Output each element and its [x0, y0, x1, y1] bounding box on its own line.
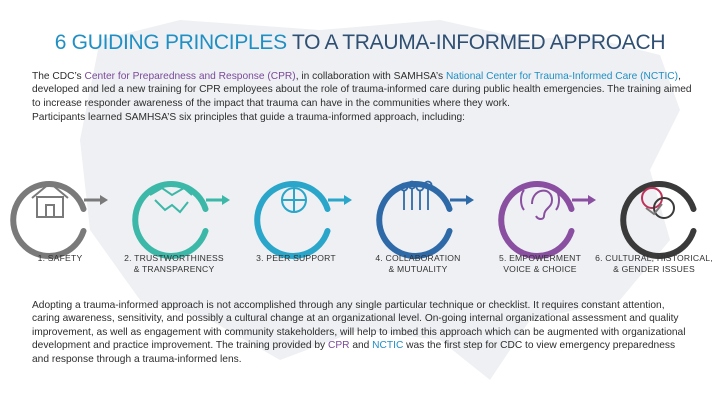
people-group-icon — [399, 180, 433, 210]
principle-1-circle — [10, 181, 108, 259]
label-line-1: 4. COLLABORATION — [375, 253, 461, 263]
principles-row — [0, 150, 720, 300]
ear-icon — [520, 189, 560, 220]
cpr-link-2[interactable]: CPR — [327, 340, 350, 352]
closing-paragraph: Adopting a trauma-informed approach is n… — [32, 299, 692, 366]
closing-text-segment: was the first step for CDC to view emerg… — [32, 340, 676, 365]
intro-text: The CDC’s Center for Preparedness and Re… — [32, 70, 692, 125]
page-title: 6 GUIDING PRINCIPLES TO A TRAUMA-INFORME… — [0, 30, 720, 56]
intro-paragraph-2: Participants learned SAMHSA’S six princi… — [32, 112, 465, 124]
label-line-1: 6. CULTURAL, HISTORICAL, — [595, 253, 713, 263]
intro-text-segment: , in collaboration with SAMHSA’s — [295, 71, 446, 82]
principle-3-label: 3. PEER SUPPORT — [240, 253, 352, 264]
house-icon — [31, 181, 69, 218]
label-line-1: 2. TRUSTWORTHINESS — [124, 253, 224, 263]
intro-text-segment: The CDC’s — [32, 71, 85, 82]
intro-paragraph-1: The CDC’s Center for Preparedness and Re… — [32, 70, 692, 110]
nctic-link-2[interactable]: NCTIC — [372, 340, 404, 352]
title-highlight: 6 GUIDING PRINCIPLES — [54, 31, 287, 54]
label-line-2: & GENDER ISSUES — [613, 264, 695, 274]
principle-6-label: 6. CULTURAL, HISTORICAL, & GENDER ISSUES — [592, 253, 716, 275]
principle-4-label: 4. COLLABORATION & MUTUALITY — [360, 253, 476, 275]
joined-hands-icon — [281, 187, 307, 213]
cpr-link[interactable]: Center for Preparedness and Response (CP… — [84, 71, 296, 82]
label-line-2: & TRANSPARENCY — [133, 264, 215, 274]
principle-5-label: 5. EMPOWERMENT VOICE & CHOICE — [482, 253, 598, 275]
principles-graphic — [10, 180, 697, 259]
closing-text: Adopting a trauma-informed approach is n… — [32, 299, 692, 366]
principle-1-label: 1. SAFETY — [12, 253, 108, 264]
label-line-1: 5. EMPOWERMENT — [498, 253, 582, 263]
label-line-2: VOICE & CHOICE — [503, 264, 577, 274]
label-line-2: & MUTUALITY — [388, 264, 448, 274]
principle-5-circle — [498, 181, 596, 259]
principle-3-circle — [254, 181, 352, 259]
principle-2-label: 2. TRUSTWORTHINESS & TRANSPARENCY — [114, 253, 234, 275]
intro-text-segment: , developed and led a new training for C… — [32, 71, 692, 109]
closing-text-segment: Adopting a trauma-informed approach is n… — [32, 300, 686, 352]
principle-4-circle — [376, 181, 474, 259]
nctic-link[interactable]: National Center for Trauma-Informed Care… — [445, 71, 679, 82]
closing-text-segment: and — [349, 340, 373, 352]
us-map-background — [80, 20, 680, 380]
label-line-1: 1. SAFETY — [37, 253, 83, 263]
principle-2-circle — [132, 181, 230, 259]
title-rest: TO A TRAUMA-INFORMED APPROACH — [291, 31, 666, 54]
handshake-icon — [149, 186, 193, 214]
diversity-icon — [641, 187, 675, 219]
label-line-1: 3. PEER SUPPORT — [256, 253, 336, 263]
principle-6-circle — [620, 181, 697, 259]
